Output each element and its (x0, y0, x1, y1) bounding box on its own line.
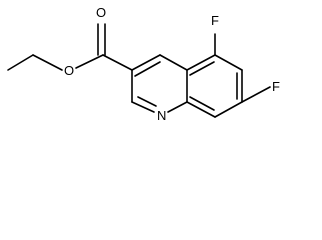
molecule-drawing: O O F F N (7, 5, 280, 123)
ring-bond-n-c2-inner (137, 96, 157, 107)
ring-bond-c5-c6 (214, 54, 243, 71)
carbonyl-ring-bond (102, 54, 133, 71)
ring-bond-c8a-n (167, 101, 188, 113)
ring-bond-n-c2 (131, 101, 155, 113)
ring-bond-c3-c4-inner (134, 61, 161, 77)
ester-oxygen-label: O (64, 63, 74, 78)
structure-canvas: O O F F N (7, 5, 280, 123)
ring-bond-c3-c4 (131, 54, 161, 71)
c7-fluorine-bond (241, 86, 271, 103)
ring-nitrogen-label: N (157, 108, 166, 123)
fluorine-bottom-label: F (272, 79, 280, 94)
ester-o-carbonyl-bond (75, 54, 104, 69)
ring-bond-c4-c4a (159, 54, 188, 71)
ring-bond-c8-c8a-inner (189, 96, 215, 111)
ring-bond-c8-c8a (186, 101, 216, 118)
fluorine-top-label: F (211, 13, 219, 28)
ethyl-bond-ch3 (7, 54, 34, 71)
ring-bond-c4a-c5-inner (189, 61, 215, 76)
ethyl-bond-ch2-o (32, 54, 63, 71)
ring-bond-c7-c8 (214, 101, 243, 118)
ring-bond-c4a-c5 (186, 54, 216, 71)
carbonyl-oxygen-label: O (96, 5, 106, 20)
